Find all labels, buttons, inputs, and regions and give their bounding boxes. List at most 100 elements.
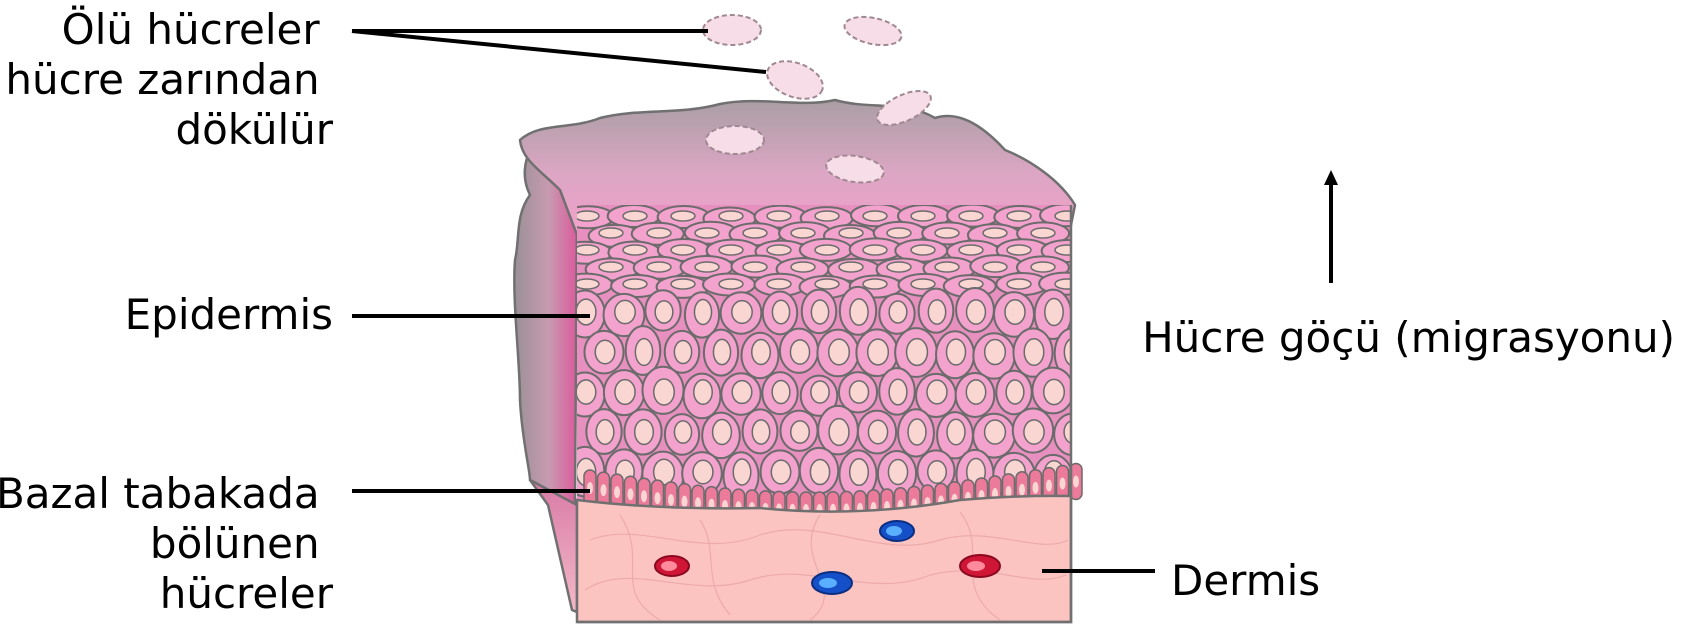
cell-nucleus [1031,228,1055,238]
cell-nucleus [863,245,887,255]
dead-cell [842,12,904,49]
cell-nucleus [694,300,711,325]
cell-nucleus [767,245,791,255]
cell-nucleus [733,459,751,485]
cell-nucleus [668,494,674,506]
cell-nucleus [1046,480,1052,492]
cell-nucleus [674,340,691,363]
cell-nucleus [599,262,623,272]
cell-nucleus [628,488,634,500]
cell-nucleus [1073,475,1079,487]
cell-nucleus [767,211,791,221]
cell-nucleus [575,279,599,289]
cell-nucleus [1055,245,1079,255]
cell-nucleus [719,245,743,255]
cell-nucleus [614,486,620,498]
dead-cell [706,126,764,154]
cell-nucleus [713,419,732,444]
cell-nucleus [791,228,815,238]
cell-nucleus [623,211,647,221]
cell-nucleus [947,339,966,365]
cell-nucleus [743,262,767,272]
cell-nucleus [888,460,907,485]
cell-nucleus [1044,379,1065,404]
label-migration: Hücre göçü (migrasyonu) [1142,313,1675,362]
red-blood-cell [960,555,1000,577]
cell-nucleus [1064,421,1082,444]
dead-cell [703,15,761,45]
cell-nucleus [839,228,863,238]
cell-nucleus [732,381,752,404]
cell-nucleus [911,245,935,255]
cell-nucleus [1060,478,1066,490]
cell-nucleus [719,211,743,221]
cell-nucleus [623,279,647,289]
label-basal-layer: Bazal tabakada bölünen hücreler [0,469,334,618]
cell-nucleus [1005,300,1025,324]
cell-nucleus [693,460,713,484]
cell-nucleus [911,211,935,221]
cell-nucleus [959,245,983,255]
cell-nucleus [1007,279,1031,289]
cell-nucleus [983,228,1007,238]
cell-nucleus [829,419,849,446]
cell-nucleus [1045,298,1063,325]
cell-nucleus [647,262,671,272]
cell-nucleus [889,301,907,323]
cell-nucleus [1055,211,1079,221]
cell-nucleus [655,301,673,323]
cell-nucleus [791,421,810,443]
cell-nucleus [682,496,688,508]
label-basal-line1: Bazal tabakada [0,469,320,518]
cell-nucleus [790,340,809,364]
cell-nucleus [908,419,926,445]
cell-nucleus [1019,484,1025,496]
cell-nucleus [767,279,791,289]
label-dead-cells: Ölü hücreler hücre zarından dökülür [5,4,333,154]
cell-nucleus [1007,245,1031,255]
cell-nucleus [1024,420,1044,444]
dead-cell [762,54,828,106]
cell-nucleus [1031,262,1055,272]
cell-nucleus [641,490,647,502]
cell-nucleus [947,419,965,444]
cell-nucleus [752,340,771,365]
cell-nucleus [1055,279,1079,289]
cell-nucleus [713,339,730,364]
cell-nucleus [935,228,959,238]
cell-nucleus [911,279,935,289]
cell-nucleus [772,380,790,403]
cell-nucleus [1006,380,1024,404]
cell-nucleus [732,301,752,324]
cell-nucleus [887,262,911,272]
label-dead-cells-line1: Ölü hücreler [62,4,321,54]
cell-nucleus [596,420,614,445]
cell-nucleus [815,245,839,255]
label-basal-line3: hücreler [160,569,334,618]
label-dead-cells-line2: hücre zarından [5,55,319,104]
cell-nucleus [771,460,790,484]
cell-nucleus [743,228,767,238]
cell-nucleus [839,262,863,272]
label-dermis: Dermis [1171,556,1320,605]
cell-nucleus [967,300,986,324]
cell-nucleus [927,380,947,404]
label-basal-line2: bölünen [150,519,320,568]
cell-nucleus [615,300,635,323]
cell-nucleus [849,381,868,403]
blue-blood-cell [812,572,852,594]
cell-nucleus [985,420,1006,444]
epidermis-cells [559,204,1093,499]
cell-nucleus [811,300,828,324]
cell-nucleus [1064,338,1081,365]
leader-dead-cells-b [352,31,766,72]
cell-nucleus [791,262,815,272]
cell-nucleus [599,228,623,238]
cell-nucleus [694,380,712,405]
cell-nucleus [575,211,599,221]
skin-block [514,100,1093,622]
cell-nucleus [1024,339,1044,366]
cell-nucleus [863,279,887,289]
cell-nucleus [623,245,647,255]
